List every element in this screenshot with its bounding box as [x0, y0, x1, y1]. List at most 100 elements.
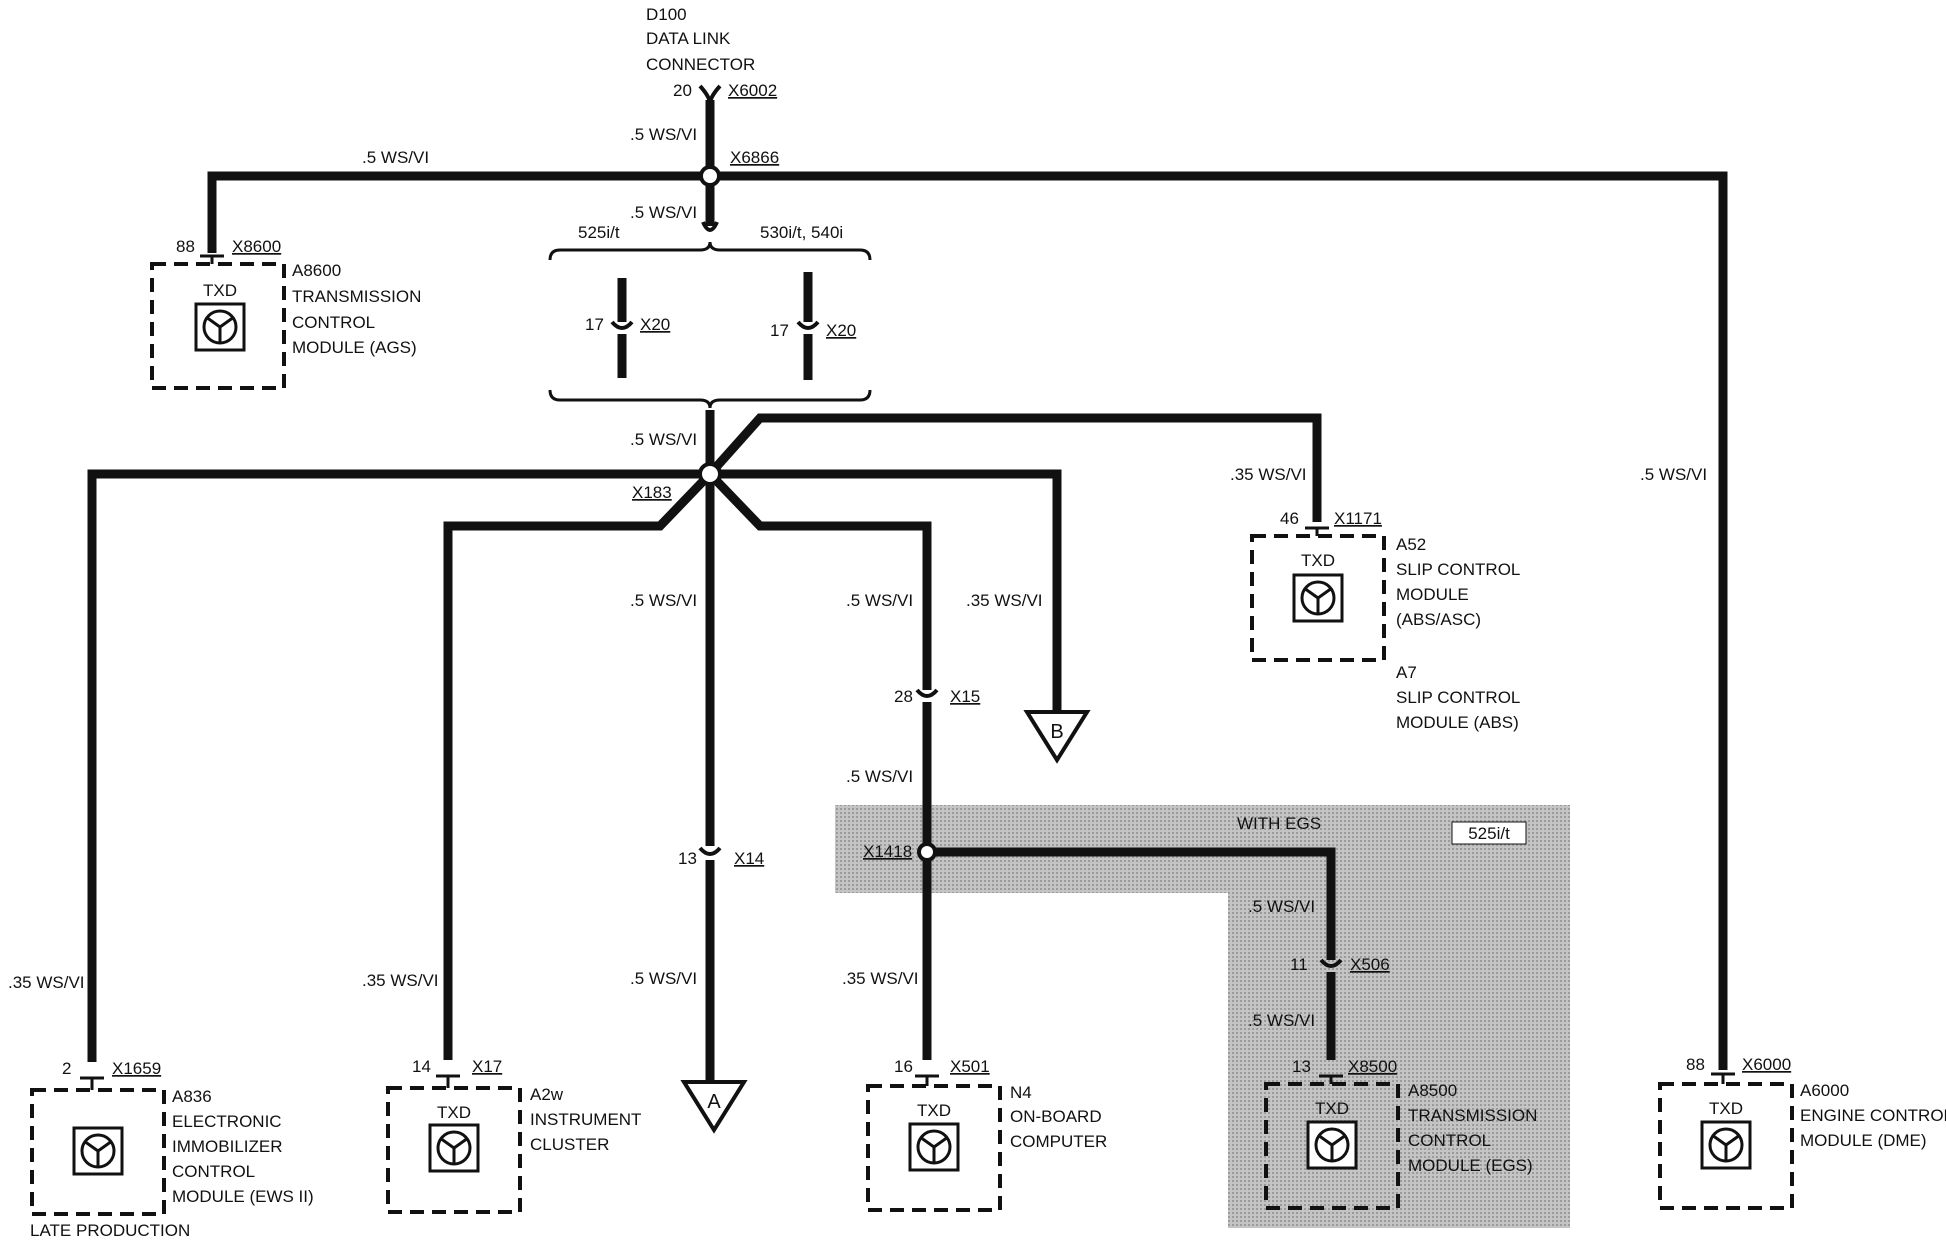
a8500-line2: CONTROL [1408, 1131, 1491, 1150]
offpage-a-label: A [707, 1091, 721, 1113]
a2w-line2: CLUSTER [530, 1135, 609, 1154]
a836-line4: MODULE (EWS II) [172, 1187, 314, 1206]
a8600-connector: X8600 [232, 237, 281, 256]
wire-x1418-to-a8500 [927, 847, 1336, 960]
a2w-pin-bar [436, 1074, 460, 1088]
a8600-line1: TRANSMISSION [292, 287, 421, 306]
a52-ground-icon [1300, 580, 1336, 616]
a52-line1: SLIP CONTROL [1396, 560, 1520, 579]
x1418-label: X1418 [863, 842, 912, 861]
a52-pin-bar [1305, 526, 1329, 536]
a836-line1: ELECTRONIC [172, 1112, 282, 1131]
a836-note: LATE PRODUCTION [30, 1221, 190, 1240]
x506-pin: 11 [1290, 955, 1308, 974]
variant-tag-box [1451, 821, 1527, 845]
module-n4: 16 X501 TXD N4 ON-BOARD COMPUTER [866, 1057, 1107, 1212]
d100-id: D100 [646, 5, 687, 24]
wire-label-d100: .5 WS/VI [630, 125, 697, 144]
a2w-signal: TXD [437, 1103, 471, 1122]
wire-x183-to-a2w [443, 470, 714, 1060]
offpage-a-marker [680, 1080, 748, 1134]
a8600-signal: TXD [203, 281, 237, 300]
a836-connector: X1659 [112, 1059, 161, 1078]
x15-label: X15 [950, 687, 980, 706]
a7-line1: SLIP CONTROL [1396, 688, 1520, 707]
a8500-pin-bar [1319, 1074, 1343, 1084]
module-a2w: 14 X17 TXD A2w INSTRUMENT CLUSTER [386, 1057, 641, 1214]
wire-label-egs-lower: .5 WS/VI [1248, 1011, 1315, 1030]
x20-left-pin: 17 [585, 315, 604, 334]
x6866-label: X6866 [730, 148, 779, 167]
a52-line3: (ABS/ASC) [1396, 610, 1481, 629]
a2w-ground-icon [436, 1130, 472, 1166]
n4-line2: COMPUTER [1010, 1132, 1107, 1151]
a6000-ground-icon [1708, 1127, 1744, 1163]
wire-label-below-x1418: .35 WS/VI [842, 969, 919, 988]
module-a52: 46 X1171 TXD A52 SLIP CONTROL MODULE (AB… [1250, 509, 1520, 732]
wire-x183-to-x15 [706, 470, 932, 690]
wire-label-a6000: .5 WS/VI [1640, 465, 1707, 484]
d100-name-line2: CONNECTOR [646, 55, 755, 74]
x20-right-pin: 17 [770, 321, 789, 340]
n4-line1: ON-BOARD [1010, 1107, 1102, 1126]
a2w-id: A2w [530, 1085, 564, 1104]
d100-name-line1: DATA LINK [646, 29, 731, 48]
wire-x183-to-a52 [706, 413, 1322, 522]
splice-x6866 [699, 165, 721, 187]
wire-label-egs-upper: .5 WS/VI [1248, 897, 1315, 916]
x506-terminal [1319, 958, 1343, 968]
x183-label: X183 [632, 483, 672, 502]
x20-right-terminal [796, 320, 820, 330]
a836-pin: 2 [62, 1059, 71, 1078]
x14-pin: 13 [678, 849, 697, 868]
splice-x1418 [917, 842, 937, 862]
x6866-down-terminal [701, 221, 719, 232]
wire-label-a2w: .35 WS/VI [362, 971, 439, 990]
a52-id: A52 [1396, 535, 1426, 554]
module-a8600: 88 X8600 TXD A8600 TRANSMISSION CONTROL … [150, 237, 421, 390]
d100-pin: 20 [673, 81, 692, 100]
a2w-connector: X17 [472, 1057, 502, 1076]
n4-connector: X501 [950, 1057, 990, 1076]
n4-pin-bar [915, 1074, 939, 1086]
a6000-id: A6000 [1800, 1081, 1849, 1100]
a7-line2: MODULE (ABS) [1396, 713, 1519, 732]
wire-label-below-x14: .5 WS/VI [630, 969, 697, 988]
x14-label: X14 [734, 849, 764, 868]
a8600-line2: CONTROL [292, 313, 375, 332]
variant-bottom-brace [548, 389, 872, 409]
x15-pin: 28 [894, 687, 913, 706]
a8600-pin: 88 [176, 237, 195, 256]
a8500-signal: TXD [1315, 1099, 1349, 1118]
wire-x183-left-bus [87, 469, 710, 1062]
wire-label-below-x15: .5 WS/VI [846, 767, 913, 786]
x20-right-connector: X20 [826, 321, 856, 340]
a52-pin: 46 [1280, 509, 1299, 528]
offpage-b-label: B [1050, 721, 1063, 743]
a6000-connector: X6000 [1742, 1055, 1791, 1074]
wire-label-below-x6866: .5 WS/VI [630, 203, 697, 222]
offpage-b-marker [1023, 710, 1091, 764]
a52-connector: X1171 [1334, 509, 1382, 528]
a836-pin-bar [80, 1076, 104, 1090]
a8600-ground-icon [202, 309, 238, 345]
n4-signal: TXD [917, 1101, 951, 1120]
wire-label-to-x14: .5 WS/VI [630, 591, 697, 610]
a6000-pin: 88 [1686, 1055, 1705, 1074]
wire-label-above-x183: .5 WS/VI [630, 430, 697, 449]
module-a6000: 88 X6000 TXD A6000 ENGINE CONTROL MODULE… [1658, 1055, 1946, 1210]
a6000-pin-bar [1711, 1072, 1735, 1084]
a836-ground-icon [80, 1133, 116, 1169]
variant-right-label: 530i/t, 540i [760, 223, 843, 242]
a7-id: A7 [1396, 663, 1417, 682]
a52-line2: MODULE [1396, 585, 1469, 604]
egs-shaded-region [835, 805, 1570, 1228]
a8500-box [1264, 1082, 1400, 1210]
a52-signal: TXD [1301, 551, 1335, 570]
variant-tag: 525i/t [1468, 824, 1510, 843]
wire-label-to-b: .35 WS/VI [966, 591, 1043, 610]
a8500-line3: MODULE (EGS) [1408, 1156, 1533, 1175]
egs-condition-label: WITH EGS [1237, 814, 1321, 833]
a836-line2: IMMOBILIZER [172, 1137, 283, 1156]
